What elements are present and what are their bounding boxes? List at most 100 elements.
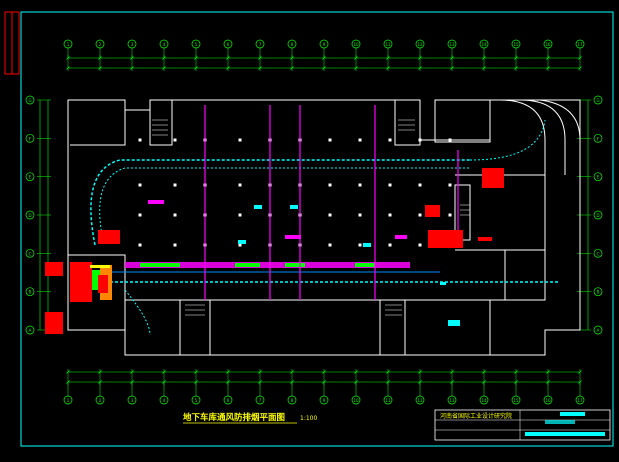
drawing-frame [20,11,614,447]
axis-bottom-bubble [159,395,169,405]
axis-bottom-bubble [543,395,553,405]
axis-right-label: E [597,175,600,180]
axis-left-bubble [25,210,35,220]
axis-bottom-bubble [575,395,585,405]
axis-right-bubble [593,210,603,220]
title-block [434,409,611,441]
axis-top-bubble [383,39,393,49]
annotation-markers [90,200,492,326]
duct-system [90,105,560,336]
axis-top-bubble [191,39,201,49]
axis-bottom-bubble [191,395,201,405]
axis-right-label: B [597,290,600,295]
axis-bottom-bubble [447,395,457,405]
axis-bottom-label: 10 [353,398,359,403]
axis-right-bubble [593,248,603,258]
axis-bottom-label: 12 [417,398,423,403]
axis-bottom-label: 2 [99,398,102,403]
axis-top-bubble [447,39,457,49]
axis-top-label: 6 [227,42,230,47]
drawing-title: 地下车库通风防排烟平面图 [183,412,285,423]
axis-bottom-bubble [223,395,233,405]
axis-top-bubble [415,39,425,49]
building-outline [67,99,581,356]
axis-top-label: 5 [195,42,198,47]
axis-bottom-label: 14 [481,398,487,403]
axis-bottom-label: 1 [67,398,70,403]
axis-top-bubble [127,39,137,49]
axis-right-bubble [593,172,603,182]
axis-left-bubble [25,95,35,105]
axis-top-label: 2 [99,42,102,47]
axis-bottom-label: 9 [323,398,326,403]
drawing-scale: 1:100 [300,415,317,422]
equipment-blocks [45,168,504,334]
axis-top-label: 13 [449,42,455,47]
axis-bubbles-right: G F E D C B A [593,95,603,335]
axis-left-label: A [29,328,32,333]
axis-right-label: D [596,213,599,218]
axis-right-label: G [596,98,599,103]
axis-top-label: 17 [577,42,583,47]
axis-bottom-label: 17 [577,398,583,403]
axis-bottom-label: 6 [227,398,230,403]
axis-top-label: 4 [163,42,166,47]
axis-top-bubble [575,39,585,49]
axis-bottom-label: 16 [545,398,551,403]
axis-left-label: B [29,290,32,295]
axis-top-bubble [351,39,361,49]
axis-top-bubble [479,39,489,49]
axis-bottom-label: 15 [513,398,519,403]
stair-symbols [152,119,470,316]
axis-top-bubble [159,39,169,49]
axis-top-bubble [95,39,105,49]
axis-top-bubble [255,39,265,49]
axis-bottom-bubble [127,395,137,405]
axis-top-label: 15 [513,42,519,47]
axis-bottom-label: 8 [291,398,294,403]
axis-bottom-bubble [319,395,329,405]
axis-right-bubble [593,95,603,105]
axis-bottom-bubble [287,395,297,405]
axis-bottom-bubble [255,395,265,405]
axis-bottom-bubble [351,395,361,405]
axis-bottom-bubble [63,395,73,405]
axis-top-bubble [287,39,297,49]
axis-left-label: F [29,136,32,141]
axis-left-bubble [25,133,35,143]
axis-top-bubble [63,39,73,49]
axis-top-label: 11 [385,42,391,47]
axis-left-label: E [29,175,32,180]
axis-top-bubble [543,39,553,49]
axis-bottom-label: 13 [449,398,455,403]
axis-left-bubble [25,287,35,297]
axis-top-label: 12 [417,42,423,47]
axis-bottom-label: 3 [131,398,134,403]
axis-top-label: 3 [131,42,134,47]
axis-right-bubble [593,287,603,297]
axis-bottom-bubble [415,395,425,405]
axis-right-bubble [593,325,603,335]
axis-bottom-label: 7 [259,398,262,403]
axis-top-label: 9 [323,42,326,47]
top-dimension-lines [66,55,582,71]
axis-left-label: D [28,213,31,218]
axis-top-label: 16 [545,42,551,47]
axis-right-label: C [597,251,600,256]
axis-right-label: A [597,328,600,333]
axis-top-label: 14 [481,42,487,47]
axis-top-bubble [319,39,329,49]
structural-columns [138,138,452,247]
axis-bottom-bubble [95,395,105,405]
axis-left-bubble [25,325,35,335]
axis-left-bubble [25,172,35,182]
axis-left-label: C [29,251,32,256]
axis-top-label: 8 [291,42,294,47]
axis-bottom-label: 11 [385,398,391,403]
axis-right-label: F [597,136,600,141]
